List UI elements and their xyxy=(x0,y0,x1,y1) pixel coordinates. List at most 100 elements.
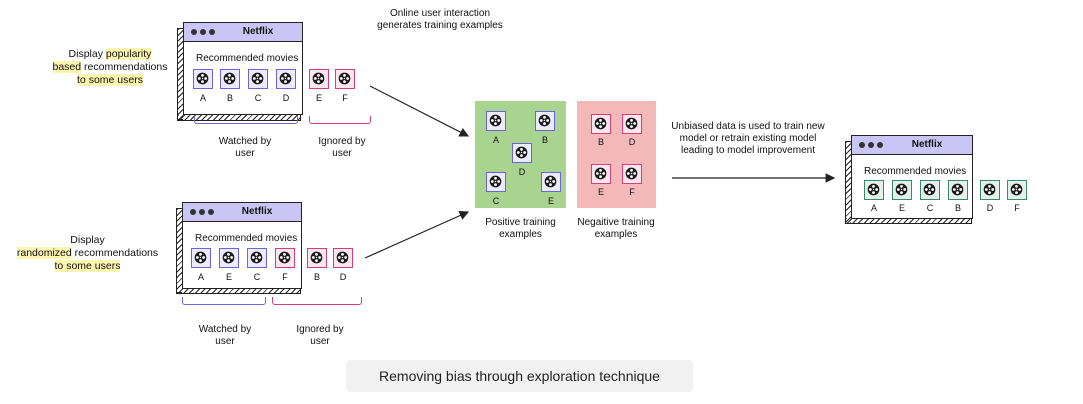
movie-label: C xyxy=(254,93,262,103)
highlight: based xyxy=(52,61,82,73)
movie-tile-E xyxy=(219,248,239,268)
text: model or retrain existing model xyxy=(679,133,817,144)
movie-tile-F xyxy=(335,69,355,89)
film-reel-icon xyxy=(951,183,964,196)
text: recommendations xyxy=(81,61,168,73)
ignored-by-user-label: Ignored by user xyxy=(280,324,360,348)
netflix-window-improved: Netflix Recommended movies xyxy=(851,135,973,219)
text: user xyxy=(235,148,255,159)
film-reel-icon xyxy=(251,72,264,85)
annotation-line: Online user interaction xyxy=(389,8,491,19)
window-dot-icon xyxy=(877,142,883,148)
film-reel-icon xyxy=(223,72,236,85)
window-subtitle: Recommended movies xyxy=(195,233,298,244)
film-reel-icon xyxy=(923,183,936,196)
annotation-line: generates training examples xyxy=(377,20,503,31)
movie-tile-C xyxy=(247,248,267,268)
watched-by-user-label: Watched by user xyxy=(205,136,285,160)
movie-label: F xyxy=(342,93,348,103)
movie-label: B xyxy=(954,203,961,213)
movie-label: D xyxy=(339,272,347,282)
label-popularity-display: Display popularity based recommendations… xyxy=(40,48,180,87)
figure-caption: Removing bias through exploration techni… xyxy=(346,360,693,392)
window-dot-icon xyxy=(199,209,205,215)
film-reel-icon xyxy=(194,251,207,264)
ignored-by-user-label: Ignored by user xyxy=(302,136,382,160)
movie-tile-C xyxy=(486,172,506,192)
positive-examples-label: Positive training examples xyxy=(468,217,573,241)
film-reel-icon xyxy=(312,72,325,85)
netflix-window-popularity: Netflix Recommended movies xyxy=(183,22,303,115)
highlight: popularity xyxy=(105,48,152,60)
film-reel-icon xyxy=(336,251,349,264)
film-reel-icon xyxy=(310,251,323,264)
film-reel-icon xyxy=(594,117,607,130)
film-reel-icon xyxy=(279,72,292,85)
window-shadow xyxy=(845,218,972,224)
movie-tile-D xyxy=(622,114,642,134)
movie-label: A xyxy=(492,135,499,145)
text: Watched by xyxy=(218,136,272,147)
highlight: to some users xyxy=(54,260,121,272)
movie-label: B xyxy=(541,135,548,145)
text: user xyxy=(310,336,330,347)
movie-label: D xyxy=(628,137,636,147)
movie-label: E xyxy=(315,93,322,103)
movie-label: D xyxy=(282,93,290,103)
film-reel-icon xyxy=(625,117,638,130)
window-dot-icon xyxy=(200,29,206,35)
window-title: Netflix xyxy=(242,26,274,37)
text: Negaitive training xyxy=(577,217,655,228)
text: Ignored by xyxy=(296,324,344,335)
film-reel-icon xyxy=(867,183,880,196)
arrow-top-to-training xyxy=(369,85,470,137)
movie-tile-D xyxy=(333,248,353,268)
movie-tile-E xyxy=(591,164,611,184)
text: Watched by xyxy=(198,324,252,335)
movie-tile-A xyxy=(193,69,213,89)
film-reel-icon xyxy=(594,167,607,180)
movie-tile-D xyxy=(512,143,532,163)
movie-tile-A xyxy=(486,111,506,131)
movie-label: E xyxy=(898,203,905,213)
arrow-bottom-to-training xyxy=(364,211,470,259)
watched-by-user-label: Watched by user xyxy=(185,324,265,348)
film-reel-icon xyxy=(544,175,557,188)
window-titlebar: Netflix xyxy=(852,136,972,155)
film-reel-icon xyxy=(489,114,502,127)
watched-brace xyxy=(194,116,298,124)
window-titlebar: Netflix xyxy=(183,203,301,222)
movie-label: A xyxy=(197,272,204,282)
window-title: Netflix xyxy=(911,139,943,150)
unbiased-data-annotation: Unbiased data is used to train new model… xyxy=(658,121,838,157)
text: leading to model improvement xyxy=(681,145,815,156)
film-reel-icon xyxy=(538,114,551,127)
film-reel-icon xyxy=(625,167,638,180)
movie-tile-E xyxy=(892,180,912,200)
text: Positive training xyxy=(485,217,556,228)
ignored-brace xyxy=(309,116,371,124)
text: examples xyxy=(499,229,542,240)
film-reel-icon xyxy=(338,72,351,85)
film-reel-icon xyxy=(515,146,528,159)
movie-label: B xyxy=(226,93,233,103)
annotation-online-interaction: Online user interaction generates traini… xyxy=(360,8,520,32)
film-reel-icon xyxy=(489,175,502,188)
label-randomized-display: Display randomized recommendations to so… xyxy=(10,234,165,273)
highlight: randomized xyxy=(16,247,72,259)
movie-tile-B xyxy=(948,180,968,200)
film-reel-icon xyxy=(196,72,209,85)
movie-label: F xyxy=(1014,203,1020,213)
movie-label: A xyxy=(870,203,877,213)
movie-tile-B xyxy=(535,111,555,131)
movie-label: B xyxy=(597,137,604,147)
window-dot-icon xyxy=(191,29,197,35)
movie-tile-A xyxy=(191,248,211,268)
watched-brace xyxy=(182,297,266,305)
movie-tile-D xyxy=(276,69,296,89)
text: recommendations xyxy=(71,247,159,259)
movie-tile-B xyxy=(591,114,611,134)
window-shadow xyxy=(176,288,301,294)
movie-label: F xyxy=(629,187,635,197)
